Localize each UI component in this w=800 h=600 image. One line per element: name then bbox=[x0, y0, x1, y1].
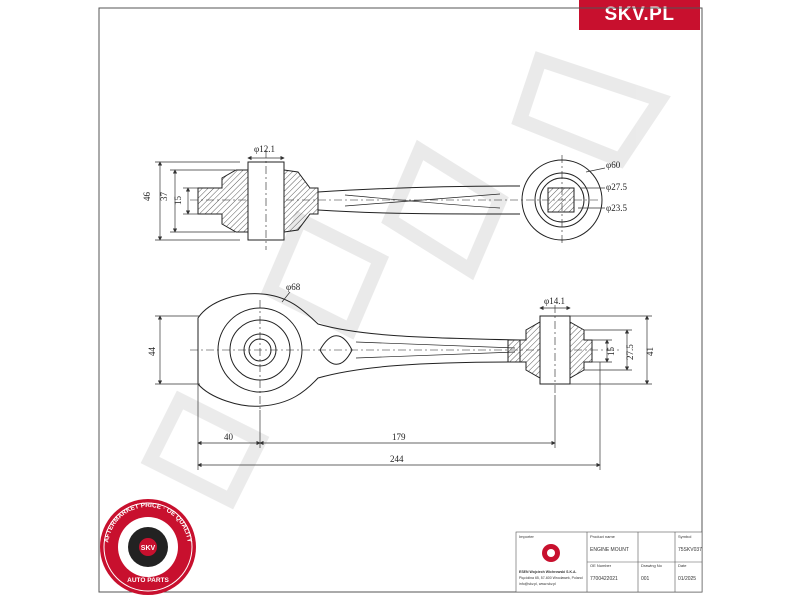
symbol-label: Symbol bbox=[678, 534, 691, 539]
brand-logo: SKV.PL bbox=[579, 0, 700, 30]
date-value: 01/2025 bbox=[678, 576, 696, 582]
company-contact: info@skv.pl, www.skv.pl bbox=[519, 582, 556, 586]
quality-seal: AFTERMARKET PRICE · OE QUALITY SKV AUTO … bbox=[100, 499, 196, 595]
dim-244: 244 bbox=[390, 454, 404, 464]
brand-logo-text: SKV.PL bbox=[604, 4, 675, 25]
oe-number: 7700422021 bbox=[590, 576, 618, 582]
dim-phi-14-1: φ14.1 bbox=[544, 296, 565, 306]
dim-phi-12-1: φ12.1 bbox=[254, 144, 275, 154]
seal-center-text: SKV bbox=[141, 545, 156, 552]
front-view bbox=[190, 293, 620, 410]
front-view-dims bbox=[155, 291, 652, 470]
company-address: Pięciolina 65, 57-600 Wrocławek, Poland bbox=[519, 576, 583, 580]
front-bushing-left-rubber bbox=[507, 321, 541, 379]
watermark bbox=[140, 51, 671, 510]
dim-15: 15 bbox=[173, 196, 183, 206]
title-block bbox=[515, 531, 703, 593]
symbol-value: 75SKV037 bbox=[678, 547, 702, 553]
front-arm-window bbox=[319, 335, 353, 365]
dim-front-27-5: 27.5 bbox=[625, 344, 635, 360]
top-arm-upper bbox=[317, 185, 521, 193]
front-bushing-right-rubber bbox=[569, 321, 593, 379]
dim-phi-23-5: φ23.5 bbox=[606, 203, 627, 213]
dim-40: 40 bbox=[224, 432, 234, 442]
dim-37: 37 bbox=[159, 192, 169, 202]
drawing-no-label: Drawing No bbox=[641, 563, 663, 568]
dim-front-41: 41 bbox=[645, 347, 655, 356]
importer-label: Importer bbox=[519, 534, 535, 539]
drawing-frame bbox=[98, 7, 703, 593]
drawing-no: 001 bbox=[641, 576, 650, 582]
seal-bottom-text: AUTO PARTS bbox=[127, 577, 169, 584]
top-arm-lower bbox=[317, 209, 521, 215]
dim-front-15: 15 bbox=[606, 347, 616, 357]
top-view-dims bbox=[155, 155, 606, 241]
dim-179: 179 bbox=[392, 432, 406, 442]
dim-phi-68: φ68 bbox=[286, 282, 301, 292]
top-left-bushing-rubber bbox=[197, 169, 249, 233]
dim-phi-27-5: φ27.5 bbox=[606, 182, 627, 192]
oe-number-label: OE Number bbox=[590, 563, 612, 568]
top-view bbox=[190, 150, 603, 250]
dim-phi-60: φ60 bbox=[606, 160, 621, 170]
dim-44: 44 bbox=[147, 347, 157, 357]
product-name-label: Product name bbox=[590, 534, 616, 539]
product-name: ENGINE MOUNT bbox=[590, 547, 629, 553]
company-name: ESEN Wojciech Wichrowski S.K.A. bbox=[519, 570, 577, 574]
dim-46: 46 bbox=[142, 192, 152, 202]
top-right-bushing-rubber bbox=[283, 169, 319, 233]
date-label: Date bbox=[678, 563, 687, 568]
top-eye-core bbox=[547, 187, 575, 213]
